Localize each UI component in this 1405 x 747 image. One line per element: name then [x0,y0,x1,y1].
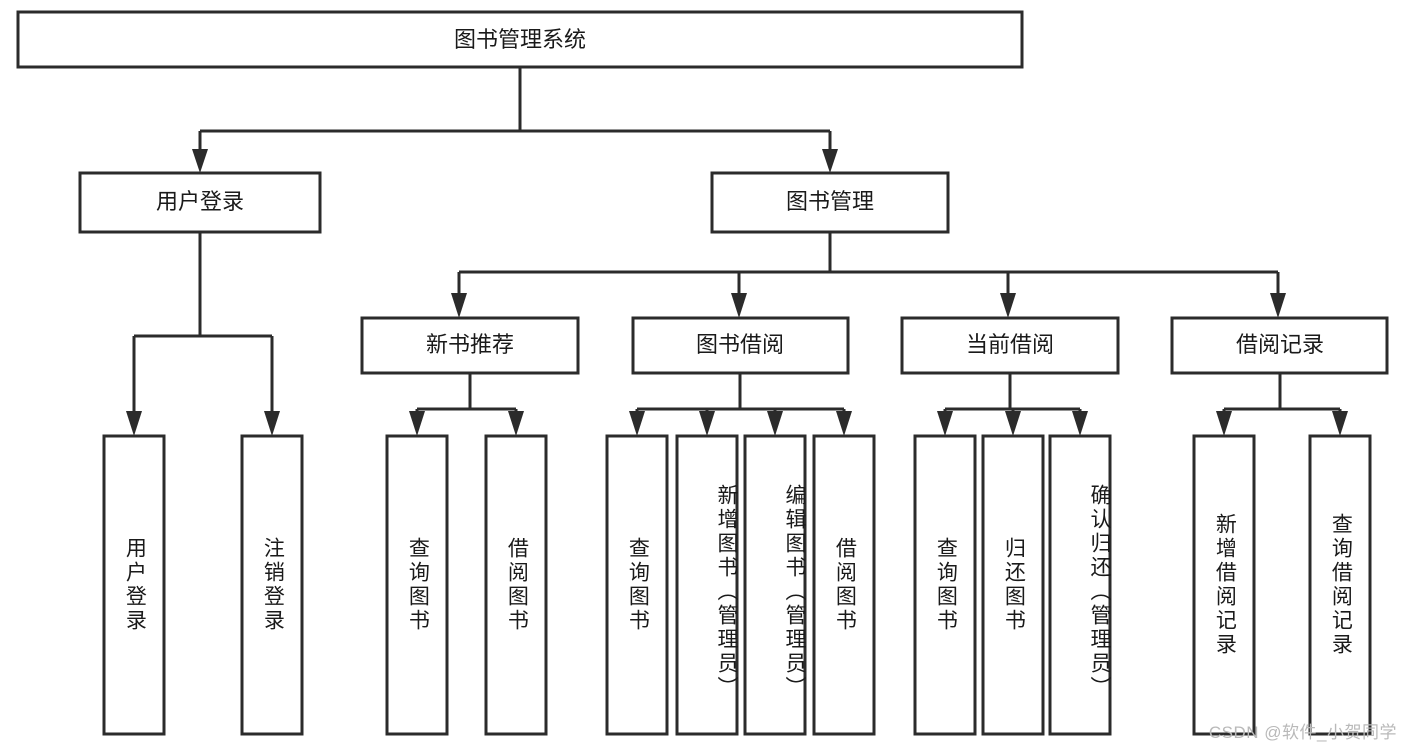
node-box-leaf-logout[interactable] [240,434,304,736]
arrow-to-leaf-add-book-admin [699,411,715,436]
node-label-root: 图书管理系统 [454,27,586,52]
node-label-borrow-record: 借阅记录 [1236,332,1324,357]
arrow-to-leaf-query-borrow-record [1332,411,1348,436]
connector-layer [126,67,1348,436]
node-box-leaf-add-book-admin[interactable] [675,434,739,736]
arrow-to-leaf-borrow-book-new [508,411,524,436]
arrow-to-leaf-add-borrow-record [1216,411,1232,436]
node-box-leaf-return-book[interactable] [981,434,1045,736]
arrow-to-leaf-borrow-book [836,411,852,436]
arrow-to-leaf-logout [264,411,280,436]
node-layer: 图书管理系统 用户登录 图书管理 新书推荐 图书借阅 当前借阅 借阅记录 [16,10,1389,736]
arrow-to-leaf-edit-book-admin [767,411,783,436]
arrow-to-user-login [192,149,208,173]
node-box-leaf-add-borrow-record[interactable] [1192,434,1256,736]
node-label-user-login: 用户登录 [156,189,244,214]
node-box-leaf-borrow-book-new[interactable] [484,434,548,736]
node-box-book-borrow[interactable] [631,316,850,375]
arrow-to-leaf-query-book-borrow [629,411,645,436]
csdn-watermark: CSDN @软件_小贺同学 [1208,723,1397,742]
arrow-to-current-borrow [1000,293,1016,318]
arrow-to-book-borrow [731,293,747,318]
node-label-current-borrow: 当前借阅 [966,332,1054,357]
node-box-leaf-edit-book-admin[interactable] [743,434,807,736]
node-box-leaf-query-book-new[interactable] [385,434,449,736]
arrow-to-leaf-confirm-return-admin [1072,411,1088,436]
node-box-book-management[interactable] [710,171,950,234]
node-box-leaf-query-borrow-record[interactable] [1308,434,1372,736]
arrow-to-leaf-return-book [1005,411,1021,436]
node-box-borrow-record[interactable] [1170,316,1389,375]
node-box-new-book-recommend[interactable] [360,316,580,375]
arrow-to-leaf-query-book-new [409,411,425,436]
node-label-new-book-recommend: 新书推荐 [426,332,514,357]
node-box-leaf-confirm-return-admin[interactable] [1048,434,1112,736]
node-box-current-borrow[interactable] [900,316,1120,375]
arrow-to-borrow-record [1270,293,1286,318]
arrow-to-book-management [822,149,838,173]
arrow-to-leaf-query-book-current [937,411,953,436]
node-box-root[interactable] [16,10,1024,69]
node-box-leaf-query-book-current[interactable] [913,434,977,736]
node-label-book-management: 图书管理 [786,189,874,214]
node-box-leaf-query-book-borrow[interactable] [605,434,669,736]
node-box-leaf-borrow-book[interactable] [812,434,876,736]
arrow-to-leaf-user-login [126,411,142,436]
node-box-leaf-user-login[interactable] [102,434,166,736]
node-box-user-login[interactable] [78,171,322,234]
arrow-to-new-book-recommend [451,293,467,318]
node-label-book-borrow: 图书借阅 [696,332,784,357]
